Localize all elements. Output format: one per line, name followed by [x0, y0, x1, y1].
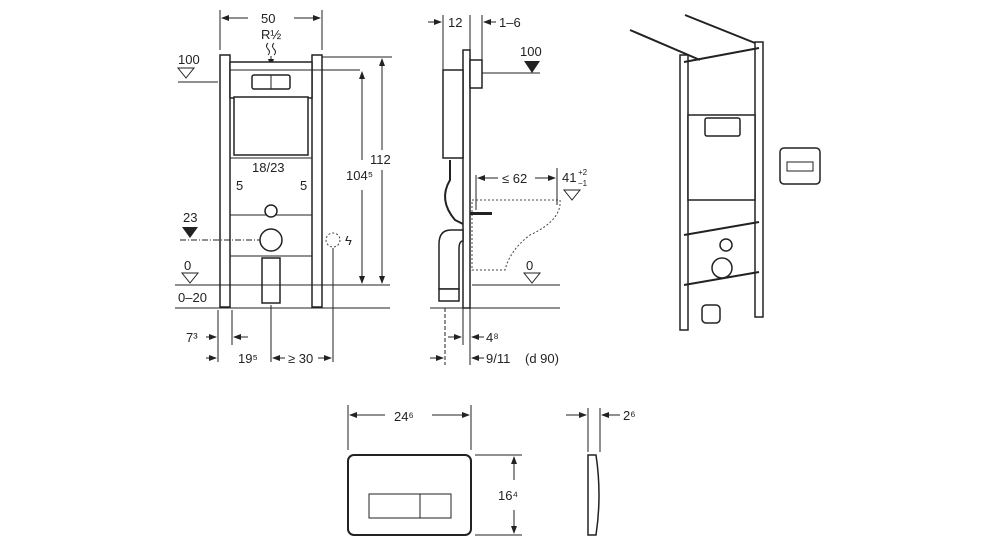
- dim-min-clearance: ≥ 30: [288, 351, 313, 366]
- frame-post-right: [311, 54, 323, 308]
- toilet-bowl-outline: [471, 199, 561, 271]
- cistern-side: [442, 69, 464, 159]
- side-view: 12 1–6 100 ≤ 62 41 +2 −1 0 4⁸ 9/11 (d 90…: [428, 15, 588, 366]
- iso-flush-plate: [779, 147, 821, 185]
- tolerance-minus: −1: [578, 179, 588, 188]
- dim-post-offset: 19⁵: [238, 351, 258, 366]
- flush-button: [368, 493, 452, 519]
- power-icon: ϟ: [345, 233, 352, 248]
- flush-plate-front: 24⁶ 16⁴: [347, 405, 522, 536]
- dim-post-depth: 7³: [186, 330, 198, 345]
- water-supply-icon: [266, 42, 276, 56]
- frame-post-left: [219, 54, 231, 308]
- dim-offset-left: 5: [236, 178, 243, 193]
- dim-spacing: 18/23: [252, 160, 285, 175]
- dim-plate-height: 16⁴: [498, 488, 518, 503]
- dim-offset-right: 5: [300, 178, 307, 193]
- side-level-top-label: 100: [520, 44, 542, 59]
- dim-width: 50: [261, 11, 275, 26]
- cistern-body: [233, 96, 309, 156]
- level-floor-label: 0: [184, 258, 191, 273]
- dim-frame-offset: 4⁸: [486, 330, 499, 345]
- level-top-label: 100: [178, 52, 200, 67]
- side-level-floor-label: 0: [526, 258, 533, 273]
- tolerance-plus: +2: [578, 168, 588, 177]
- dim-bowl-height: 41: [562, 170, 576, 185]
- dim-connection: R½: [261, 27, 281, 42]
- isometric-view: [629, 14, 821, 331]
- flush-pipe: [444, 160, 464, 225]
- dim-pipe-diameter: (d 90): [525, 351, 559, 366]
- drain-connector: [259, 228, 283, 252]
- drain-pipe: [438, 229, 464, 290]
- dim-height-total: 112: [370, 152, 391, 167]
- floor-range-label: 0–20: [178, 290, 207, 305]
- front-view: 50 R½ 100 23 0 0–20 18/23 5 5 104⁵: [175, 10, 392, 366]
- dim-plate-range: 1–6: [499, 15, 521, 30]
- level-drain-label: 23: [183, 210, 197, 225]
- dim-pipe-offset: 9/11: [486, 351, 510, 366]
- frame-post-side: [462, 49, 471, 309]
- dim-height-flush: 104⁵: [346, 168, 373, 183]
- flush-plate: [347, 454, 472, 536]
- dim-depth: 12: [448, 15, 462, 30]
- dim-plate-width: 24⁶: [394, 409, 414, 424]
- flush-plate-side: 2⁶: [566, 408, 636, 536]
- dim-bowl-length: ≤ 62: [502, 171, 527, 186]
- dim-plate-thickness: 2⁶: [623, 408, 636, 423]
